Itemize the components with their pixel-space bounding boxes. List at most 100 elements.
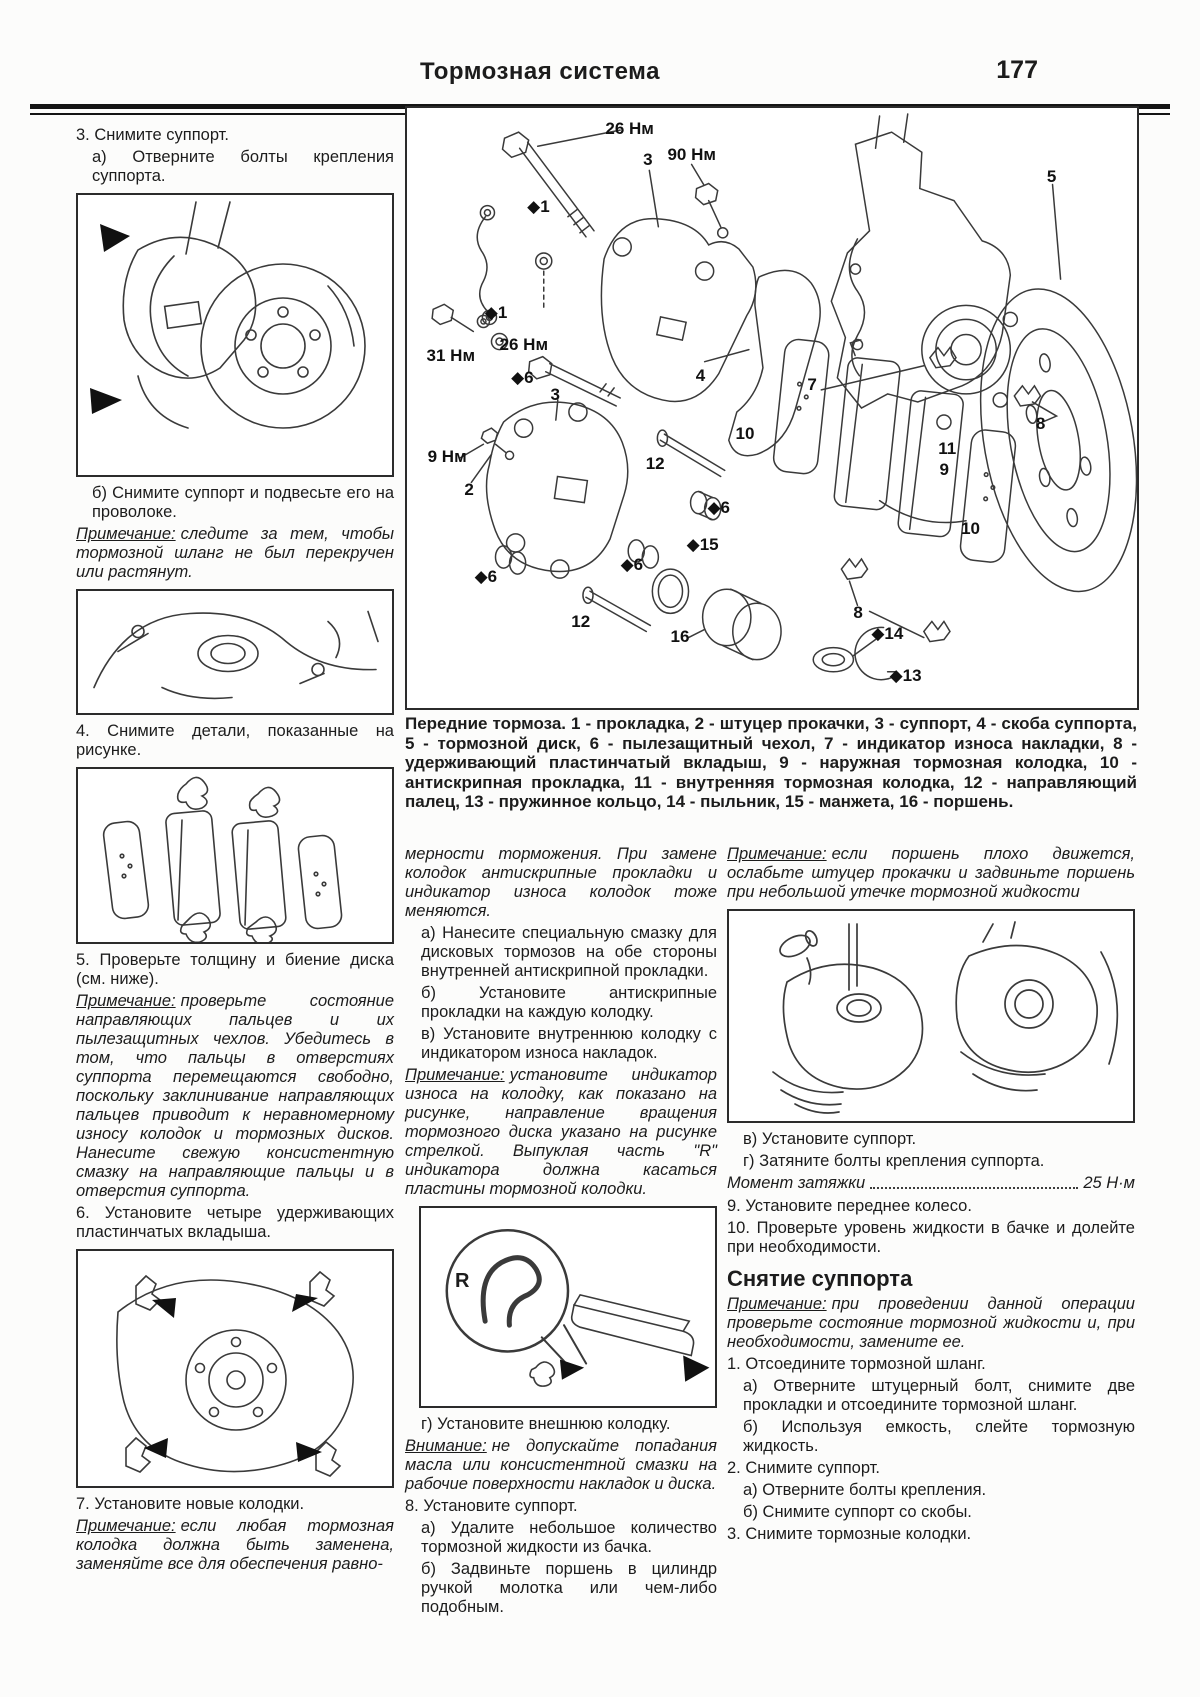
removal-step-2a: а) Отверните болты крепления. (743, 1481, 987, 1499)
step-8v: в) Установите суппорт. (743, 1130, 917, 1148)
section-heading: Снятие суппорта (727, 1266, 913, 1291)
diagram-part-label: ◆6 (474, 567, 498, 587)
diagram-part-label: 26 Нм (499, 335, 549, 354)
note-text: если любая тормозная колодка должна быть… (76, 1517, 394, 1573)
note-text: установите индикатор износа на колодку, … (405, 1066, 717, 1198)
caliper-removal-drawing (90, 195, 392, 475)
figure-piston-press (727, 909, 1135, 1123)
diagram-part-label: 12 (571, 612, 591, 632)
note-1: Примечание:следите за тем, чтобы тормозн… (76, 525, 394, 582)
removal-step-3: 3. Снимите тормозные колодки. (727, 1525, 972, 1543)
torque-value: 25 Н·м (1083, 1174, 1135, 1192)
warning-label: Внимание: (405, 1437, 487, 1455)
diagram-part-label: 31 Нм (426, 345, 476, 365)
diagram-part-label: 7 (807, 375, 817, 395)
diagram-part-label: 10 (735, 424, 755, 444)
figure-retaining-clips (76, 1249, 394, 1488)
diagram-part-label: ◆6 (511, 368, 534, 387)
exploded-view-drawing (407, 108, 1137, 708)
note-6: Примечание:при проведении данной операци… (727, 1295, 1135, 1352)
step-7g: г) Установите внешнюю колодку. (421, 1415, 671, 1433)
note-3-continued: мерности торможения. При замене колодок … (405, 845, 717, 920)
step-8g: г) Затяните болты крепления суппорта. (743, 1152, 1045, 1170)
step-3a: а) Отверните болты крепления суппорта. (92, 148, 394, 185)
step-8: 8. Установите суппорт. (405, 1497, 578, 1515)
diagram-part-label: ◆6 (707, 498, 730, 518)
removal-step-1: 1. Отсоедините тормозной шланг. (727, 1355, 986, 1373)
diagram-part-label: 11 (938, 439, 957, 459)
figure-caliper-removal (76, 193, 394, 477)
step-3: 3. Снимите суппорт. (76, 126, 229, 144)
dotted-leader (870, 1187, 1079, 1189)
removal-step-1a: а) Отверните штуцерный болт, снимите две… (743, 1377, 1135, 1414)
step-10: 10. Проверьте уровень жидкости в бачке и… (727, 1219, 1135, 1256)
step-7a: а) Нанесите специальную смазку для диско… (421, 924, 717, 980)
note-label: Примечание: (76, 992, 176, 1010)
removal-step-2b: б) Снимите суппорт со скобы. (743, 1503, 972, 1521)
page-title: Тормозная система (420, 58, 660, 85)
diagram-part-label: 12 (645, 454, 665, 474)
diagram-part-label: 2 (464, 480, 474, 500)
diagram-part-label: ◆1 (484, 303, 508, 323)
note-3: Примечание:если любая тормозная колодка … (76, 1517, 394, 1574)
diagram-part-label: 8 (1035, 414, 1046, 434)
diagram-part-label: 8 (853, 603, 863, 623)
diagram-part-label: 3 (643, 150, 653, 170)
figure-brake-pads (76, 767, 394, 944)
note-text: если поршень плохо движется, ослабьте шт… (727, 845, 1135, 901)
step-6: 6. Установите четыре удерживающих пласти… (76, 1204, 394, 1241)
diagram-part-label: 90 Нм (667, 144, 716, 164)
diagram-part-label: ◆14 (871, 624, 904, 644)
retaining-clips-drawing (78, 1251, 392, 1486)
figure-caliper-bolts (76, 589, 394, 715)
figure-wear-indicator: R (419, 1206, 717, 1408)
note-text: следите за тем, чтобы тормозной шланг не… (76, 525, 394, 581)
wear-indicator-drawing (421, 1208, 710, 1406)
diagram-part-label: 26 Нм (605, 119, 654, 138)
note-label: Примечание: (727, 1295, 827, 1313)
step-4: 4. Снимите детали, показанные на рисунке… (76, 722, 394, 759)
step-8b: б) Задвиньте поршень в цилиндр ручкой мо… (421, 1560, 717, 1616)
removal-step-2: 2. Снимите суппорт. (727, 1459, 880, 1477)
diagram-part-label: ◆13 (889, 666, 922, 686)
caliper-bolts-drawing (78, 591, 392, 713)
note-label: Примечание: (76, 525, 176, 543)
diagram-part-label: ◆6 (620, 555, 644, 575)
diagram-part-label: 4 (695, 365, 706, 385)
diagram-caption: Передние тормоза. 1 - прокладка, 2 - шту… (405, 714, 1137, 811)
black-arrow-icon (559, 1355, 710, 1382)
right-column: Примечание: если поршень плохо движется, … (727, 845, 1135, 1547)
removal-step-1b: б) Используя емкость, слейте тормозную ж… (743, 1418, 1135, 1455)
diagram-part-label: 5 (1046, 167, 1057, 186)
note-5: Примечание:если поршень плохо движется, … (727, 845, 1135, 902)
step-8a: а) Удалите небольшое количество тормозно… (421, 1519, 717, 1556)
diagram-part-label: 10 (961, 519, 981, 539)
brake-pads-drawing (78, 769, 392, 942)
page-number: 177 (996, 56, 1038, 84)
diagram-part-label: 9 Нм (427, 447, 467, 467)
step-3b: б) Снимите суппорт и подвесьте его на пр… (92, 484, 394, 521)
warning-text: не допускайте попадания масла или консис… (405, 1437, 717, 1493)
step-7: 7. Установите новые колодки. (76, 1495, 305, 1513)
warning: Внимание:не допускайте попадания масла и… (405, 1437, 717, 1494)
diagram-part-label: 9 (939, 460, 949, 480)
step-9: 9. Установите переднее колесо. (727, 1197, 972, 1215)
diagram-part-label: ◆1 (527, 197, 550, 216)
piston-press-drawing (729, 911, 1133, 1121)
left-column: 3. Снимите суппорт. а) Отверните болты к… (76, 126, 394, 1577)
middle-column: мерности торможения. При замене колодок … (405, 845, 717, 1620)
step-7v: в) Установите внутреннюю колодку с индик… (421, 1025, 717, 1062)
note-4: Примечание:установите индикатор износа н… (405, 1066, 717, 1199)
step-5: 5. Проверьте толщину и биение диска (см.… (76, 951, 394, 988)
note-label: Примечание: (405, 1066, 505, 1084)
note-2: Примечание:проверьте состояние направляю… (76, 992, 394, 1201)
note-text: проверьте состояние направляющих пальцев… (76, 992, 394, 1200)
indicator-letter: R (455, 1270, 470, 1292)
note-label: Примечание: (76, 1517, 176, 1535)
black-arrow-icon (90, 224, 130, 414)
torque-label: Момент затяжки (727, 1174, 866, 1192)
diagram-part-label: ◆15 (686, 534, 719, 554)
